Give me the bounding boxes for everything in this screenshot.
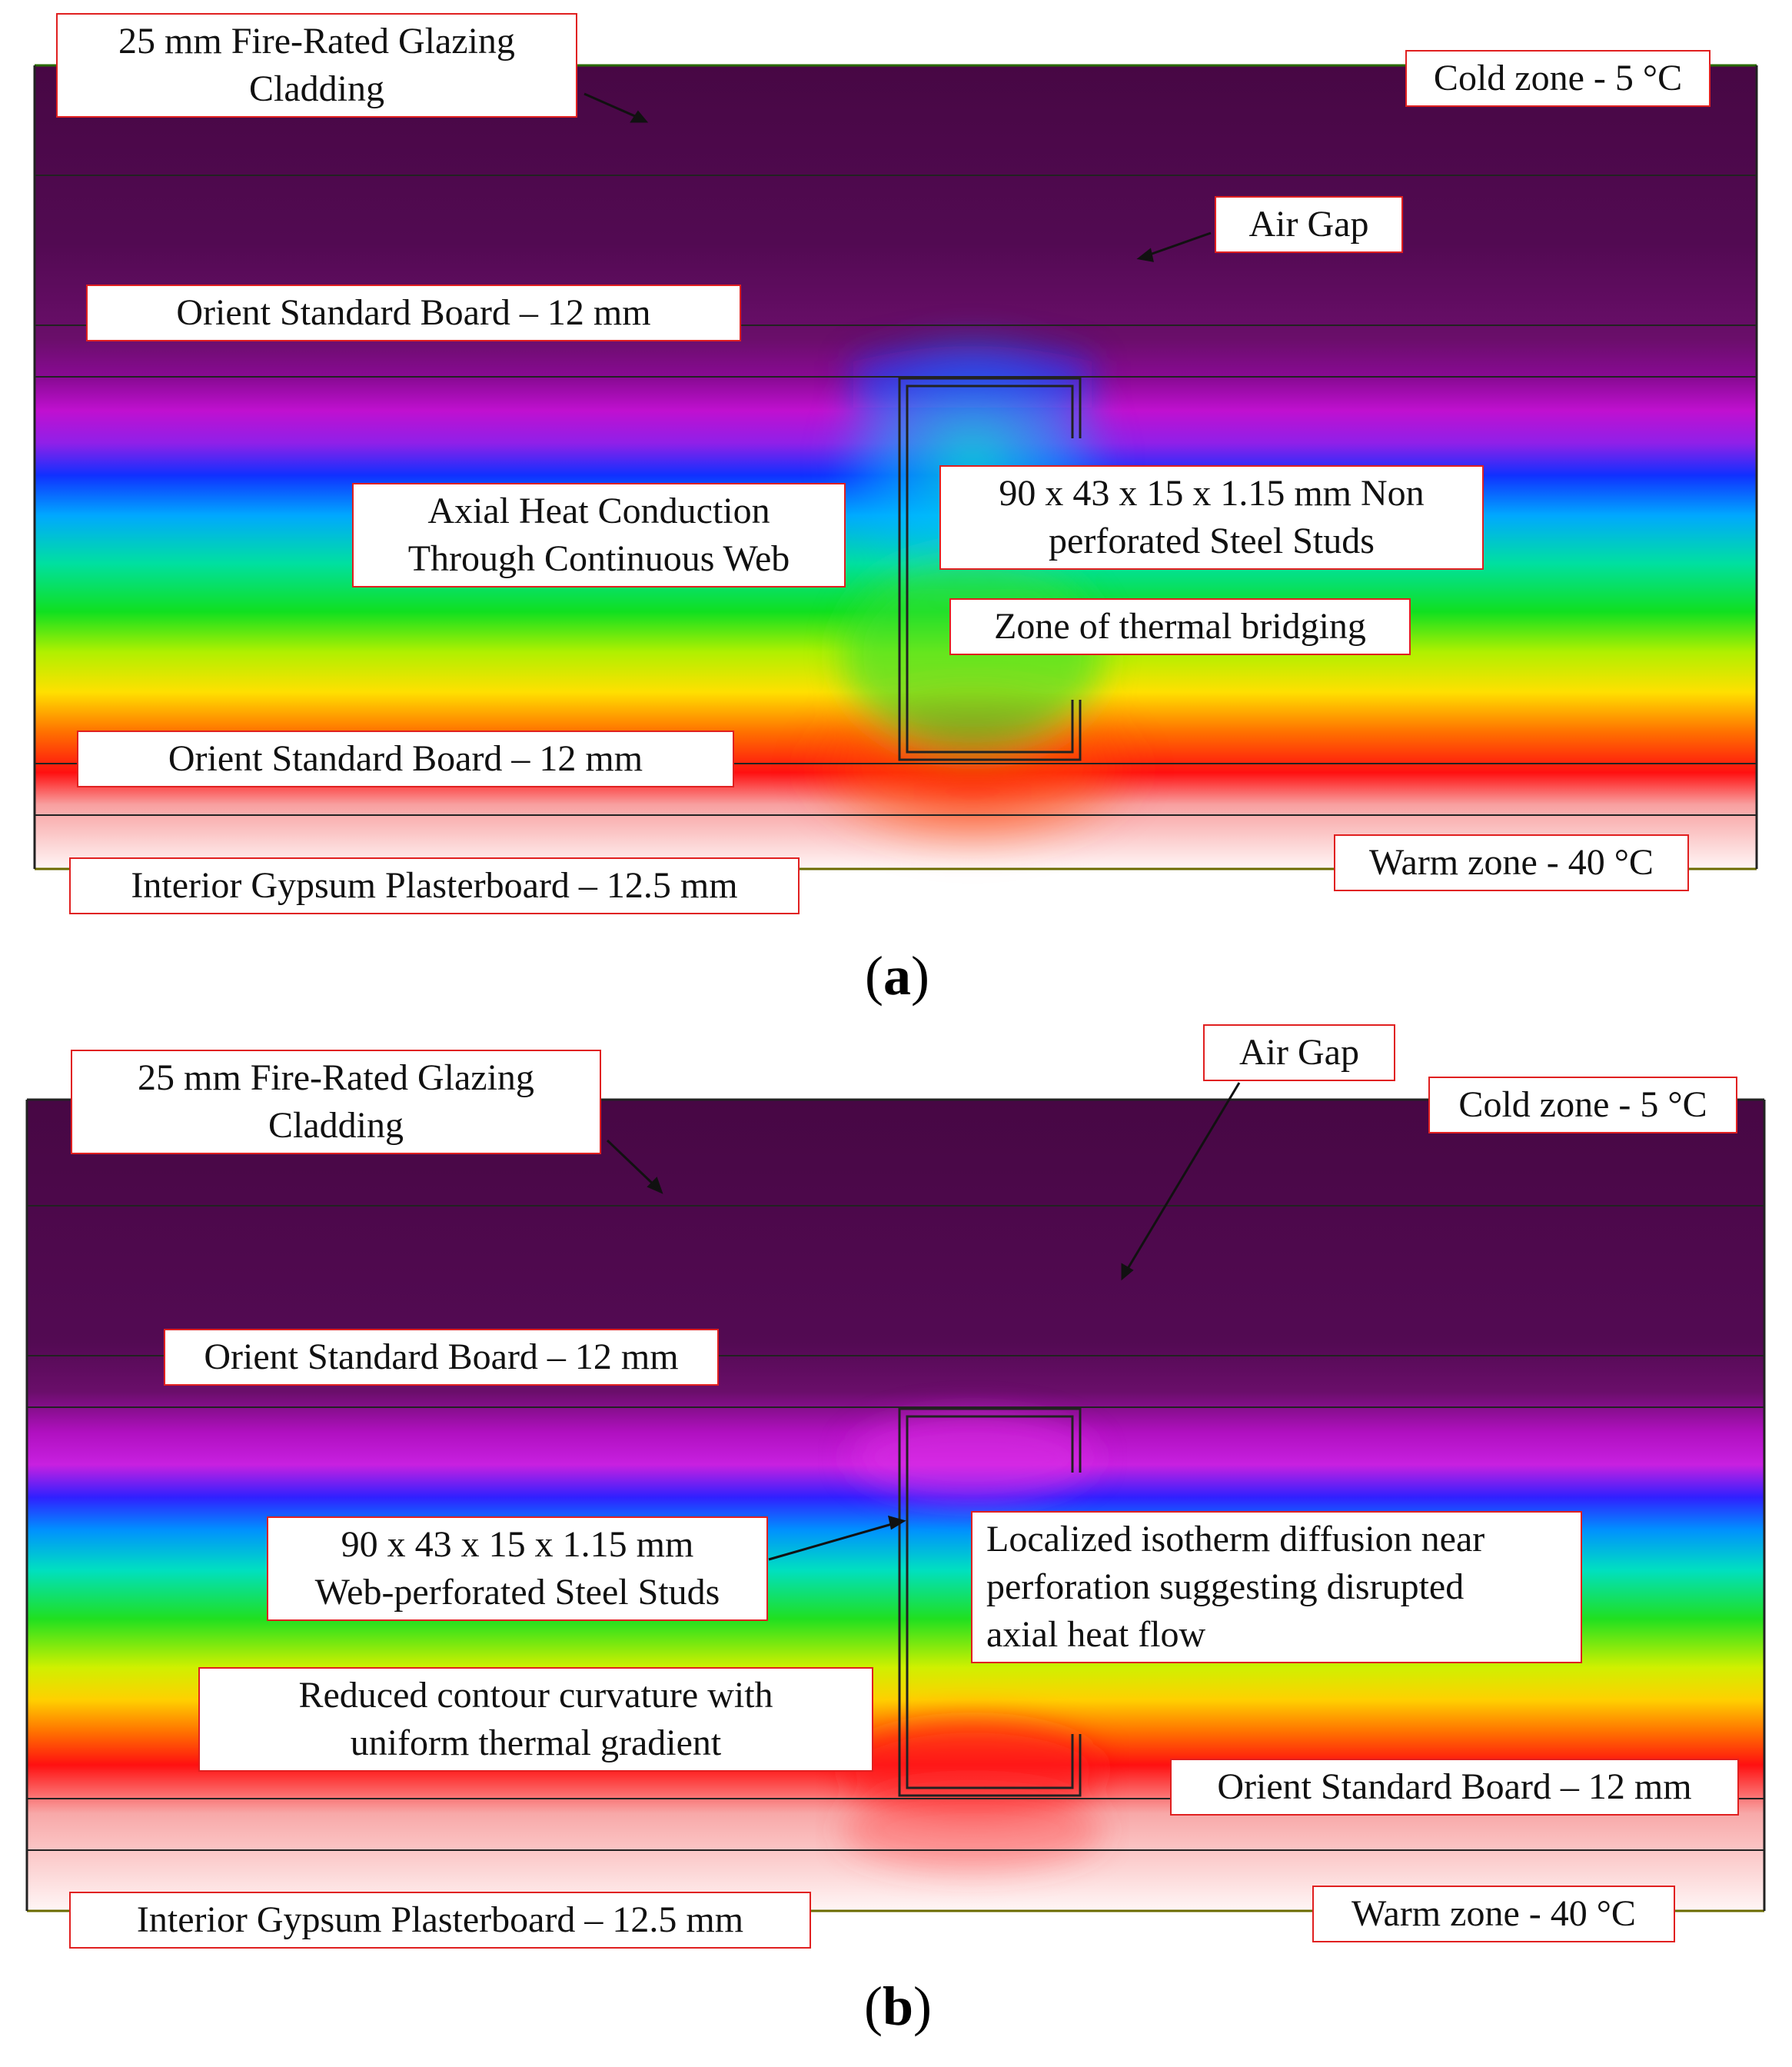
- osb-bottom-label-a: Orient Standard Board – 12 mm: [77, 731, 734, 787]
- caption-a: (a): [820, 944, 974, 1008]
- stud-label-a-line2: perforated Steel Studs: [1049, 521, 1375, 561]
- osb-top-label-b: Orient Standard Board – 12 mm: [164, 1329, 719, 1386]
- caption-a-open: (: [865, 945, 883, 1007]
- curvature-label-b: Reduced contour curvature with uniform t…: [198, 1667, 873, 1772]
- cold-zone-label-b: Cold zone - 5 °C: [1428, 1077, 1737, 1133]
- osb-top-label-a: Orient Standard Board – 12 mm: [86, 285, 741, 341]
- stud-label-a: 90 x 43 x 15 x 1.15 mm Non perforated St…: [939, 465, 1484, 570]
- steel-stud-a: [898, 377, 1082, 761]
- diffusion-label-b-line2: perforation suggesting disrupted: [986, 1566, 1465, 1607]
- caption-b: (b): [821, 1975, 975, 2039]
- glazing-label-b-line2: Cladding: [268, 1105, 404, 1146]
- glazing-label-b: 25 mm Fire-Rated Glazing Cladding: [71, 1050, 601, 1154]
- caption-b-close: ): [913, 1975, 932, 2037]
- diffusion-label-b: Localized isotherm diffusion near perfor…: [971, 1511, 1582, 1663]
- osb-bottom-label-b: Orient Standard Board – 12 mm: [1170, 1759, 1739, 1816]
- glazing-label-b-line1: 25 mm Fire-Rated Glazing: [138, 1057, 534, 1098]
- axial-label-a-line2: Through Continuous Web: [407, 538, 790, 579]
- air-gap-label-b: Air Gap: [1203, 1024, 1395, 1081]
- air-gap-label-a: Air Gap: [1215, 196, 1403, 253]
- gypsum-label-a: Interior Gypsum Plasterboard – 12.5 mm: [69, 857, 800, 914]
- bridging-label-a: Zone of thermal bridging: [949, 598, 1411, 655]
- warm-zone-label-a: Warm zone - 40 °C: [1334, 834, 1689, 891]
- glazing-label-a-line2: Cladding: [249, 68, 384, 109]
- thermal-field-b: [25, 1082, 1766, 1912]
- glazing-label-a-line1: 25 mm Fire-Rated Glazing: [118, 21, 515, 62]
- gypsum-label-b: Interior Gypsum Plasterboard – 12.5 mm: [69, 1892, 811, 1949]
- leader-arrows-b: [606, 1082, 1241, 1561]
- glazing-label-a: 25 mm Fire-Rated Glazing Cladding: [56, 13, 577, 118]
- diffusion-label-b-line1: Localized isotherm diffusion near: [986, 1519, 1485, 1559]
- curvature-label-b-line2: uniform thermal gradient: [350, 1722, 722, 1763]
- caption-a-letter: a: [883, 945, 911, 1007]
- cold-zone-label-a: Cold zone - 5 °C: [1405, 50, 1711, 107]
- panel-b: 25 mm Fire-Rated Glazing Cladding Air Ga…: [0, 1024, 1792, 2067]
- caption-b-open: (: [863, 1975, 883, 2037]
- caption-a-close: ): [911, 945, 929, 1007]
- leader-arrows-a: [583, 92, 1212, 262]
- curvature-label-b-line1: Reduced contour curvature with: [298, 1675, 773, 1716]
- stud-label-b-line1: 90 x 43 x 15 x 1.15 mm: [341, 1524, 694, 1565]
- panel-a: 25 mm Fire-Rated Glazing Cladding Cold z…: [0, 0, 1792, 1030]
- stud-label-b-line2: Web-perforated Steel Studs: [314, 1572, 720, 1613]
- stud-label-a-line1: 90 x 43 x 15 x 1.15 mm Non: [999, 473, 1425, 514]
- warm-zone-label-b: Warm zone - 40 °C: [1312, 1886, 1675, 1942]
- caption-b-letter: b: [882, 1975, 914, 2037]
- steel-stud-b: [898, 1407, 1082, 1797]
- stud-label-b: 90 x 43 x 15 x 1.15 mm Web-perforated St…: [267, 1516, 768, 1621]
- axial-label-a-line1: Axial Heat Conduction: [427, 491, 770, 531]
- axial-label-a: Axial Heat Conduction Through Continuous…: [352, 483, 846, 587]
- diffusion-label-b-line3: axial heat flow: [986, 1614, 1206, 1655]
